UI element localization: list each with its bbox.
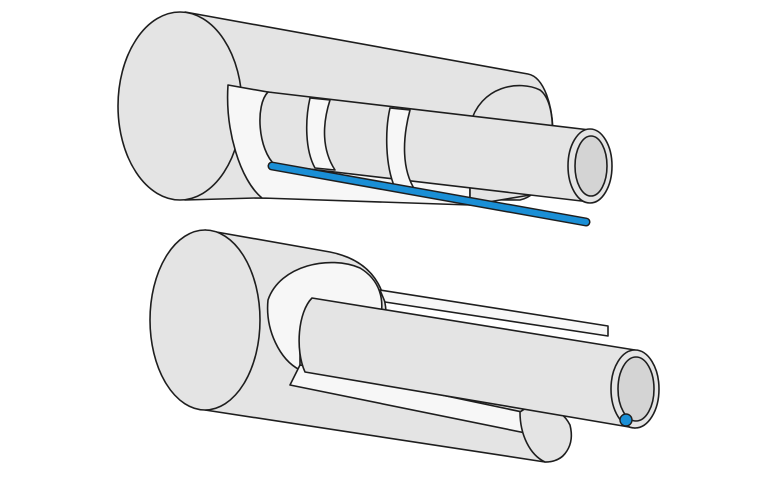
top-inner-pipe: [259, 91, 591, 203]
top-pipe-assembly: [117, 11, 613, 227]
top-insulation-left-end: [117, 11, 243, 201]
bottom-pipe-assembly: [149, 229, 660, 463]
top-pipe-bore: [574, 135, 608, 197]
top-heat-trace-cable: [269, 163, 589, 225]
top-band-1: [305, 97, 336, 171]
bottom-insulation-left-end: [149, 229, 261, 411]
bottom-pipe-bore: [617, 356, 655, 422]
bottom-channel-top-ledge: [379, 289, 609, 337]
bottom-inner-pipe: [298, 297, 636, 429]
bottom-internal-trace-cable: [619, 413, 633, 427]
